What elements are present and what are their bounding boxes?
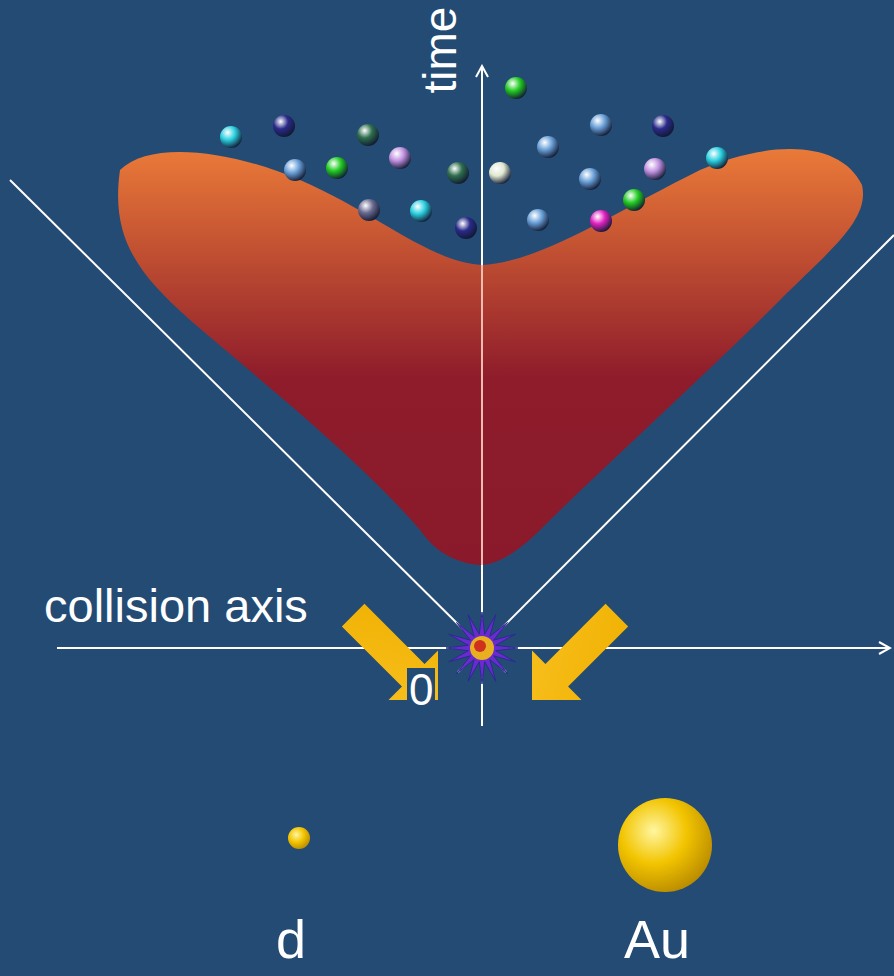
particle-sphere xyxy=(644,158,666,180)
particle-sphere xyxy=(537,136,559,158)
particle-sphere xyxy=(357,124,379,146)
light-cone-line xyxy=(482,235,894,648)
particle-sphere xyxy=(220,126,242,148)
axis-label: time xyxy=(417,5,463,96)
collision-star xyxy=(446,612,518,684)
particle-sphere xyxy=(284,159,306,181)
gold-nucleus-sphere xyxy=(618,798,712,892)
particle-sphere xyxy=(273,115,295,137)
particle-sphere xyxy=(389,147,411,169)
particle-label: Au xyxy=(622,912,692,966)
particle-sphere xyxy=(410,200,432,222)
particle-sphere xyxy=(358,199,380,221)
particle-sphere xyxy=(489,162,511,184)
particle-sphere xyxy=(623,189,645,211)
particle-label: d xyxy=(274,912,308,966)
light-cone-line xyxy=(10,180,482,648)
axis-label: collision axis xyxy=(42,582,310,629)
incoming-arrow xyxy=(328,590,462,724)
particles xyxy=(220,77,728,239)
deuteron-sphere xyxy=(288,827,310,849)
particle-sphere xyxy=(455,217,477,239)
particle-sphere xyxy=(579,168,601,190)
time-axis-line xyxy=(481,265,483,565)
particle-sphere xyxy=(527,209,549,231)
particle-sphere xyxy=(326,157,348,179)
medium-band xyxy=(118,149,863,565)
particle-sphere xyxy=(590,114,612,136)
particle-sphere xyxy=(505,77,527,99)
particle-sphere xyxy=(652,115,674,137)
particle-sphere xyxy=(706,147,728,169)
incoming-arrow xyxy=(507,590,641,724)
particle-sphere xyxy=(447,162,469,184)
origin-label: 0 xyxy=(407,668,435,712)
particle-sphere xyxy=(590,210,612,232)
